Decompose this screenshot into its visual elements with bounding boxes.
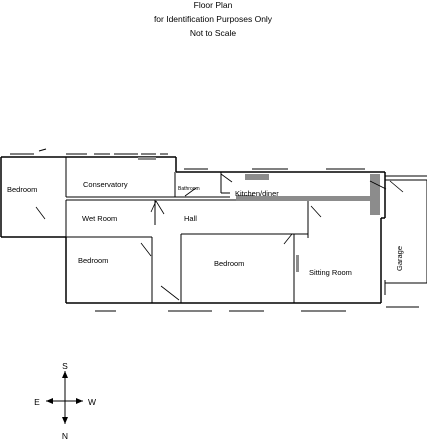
compass-north-label: N xyxy=(62,431,68,441)
bedroom-fitting xyxy=(296,255,299,272)
room-label-bathroom: Bathroom xyxy=(178,186,200,192)
compass-arrow-east xyxy=(46,398,53,404)
room-label-bedroom-bottom-left: Bedroom xyxy=(78,256,108,265)
room-label-wet-room: Wet Room xyxy=(82,214,117,223)
room-label-bedroom-left: Bedroom xyxy=(7,185,37,194)
plan-subtitle: for Identification Purposes Only xyxy=(154,14,273,24)
roof-line xyxy=(10,148,365,170)
door-swings xyxy=(35,173,404,301)
compass-arrow-south xyxy=(62,371,68,378)
room-label-sitting-room: Sitting Room xyxy=(309,268,352,277)
room-label-conservatory: Conservatory xyxy=(83,180,128,189)
fitted-units xyxy=(138,157,380,272)
kitchen-counter-top xyxy=(245,174,269,180)
room-label-kitchen-diner: Kitchen/diner xyxy=(235,189,279,198)
kitchen-counter-bottom xyxy=(236,196,376,201)
window-sill xyxy=(138,157,156,160)
compass-arrow-west xyxy=(76,398,83,404)
scale-note: Not to Scale xyxy=(190,28,237,38)
compass-south-label: S xyxy=(62,361,68,371)
room-label-bedroom-bottom-mid: Bedroom xyxy=(214,259,244,268)
plan-title: Floor Plan xyxy=(194,0,233,10)
ground-line xyxy=(95,306,419,312)
inner-walls xyxy=(65,157,382,303)
room-label-hall: Hall xyxy=(184,214,197,223)
room-label-garage: Garage xyxy=(395,246,404,271)
compass-arrow-north xyxy=(62,417,68,424)
compass: S E W N xyxy=(34,361,96,441)
compass-east-label: E xyxy=(34,397,40,407)
kitchen-counter-right xyxy=(370,174,380,215)
outer-walls xyxy=(0,156,427,304)
compass-west-label: W xyxy=(88,397,96,407)
